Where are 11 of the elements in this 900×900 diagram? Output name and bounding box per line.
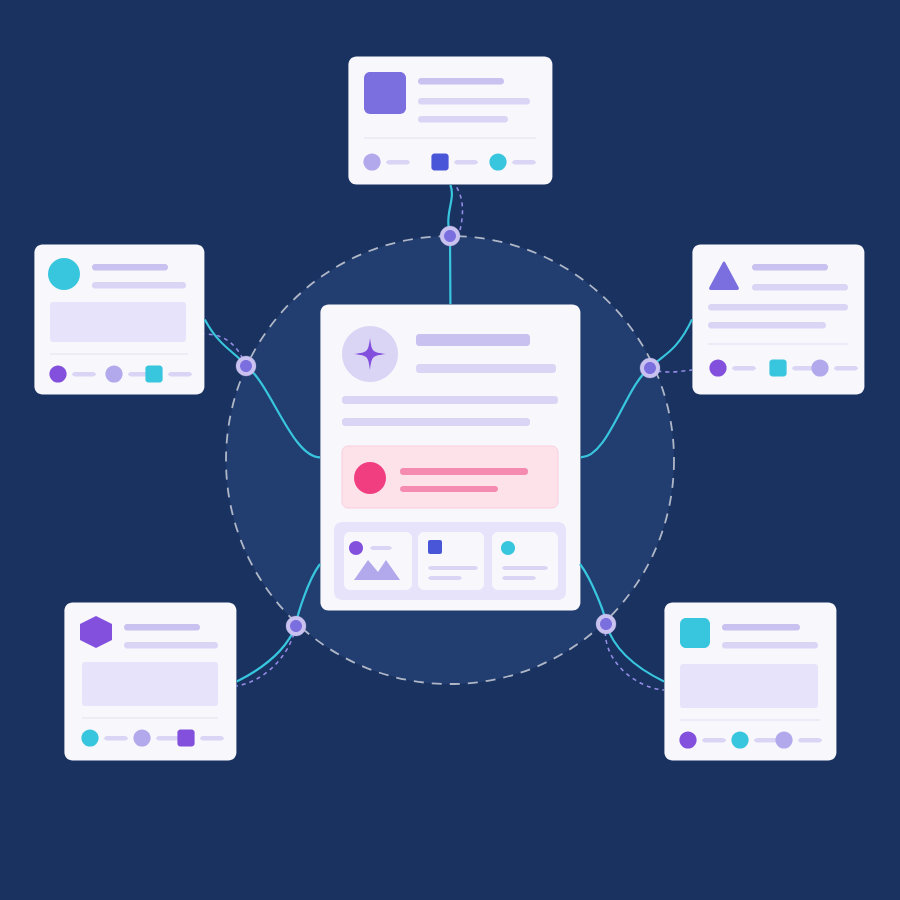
connector-line: [203, 318, 321, 459]
card-drawing: [664, 602, 837, 761]
connector-line: [580, 318, 693, 459]
card-drawing: [34, 244, 205, 395]
card-drawing: [692, 244, 865, 395]
card-drawing: [64, 602, 237, 761]
connector-line: [447, 184, 453, 304]
card-drawing: [348, 56, 553, 185]
connector-line: [579, 563, 665, 683]
connector-line: [236, 563, 321, 683]
card-drawing: [320, 304, 581, 611]
